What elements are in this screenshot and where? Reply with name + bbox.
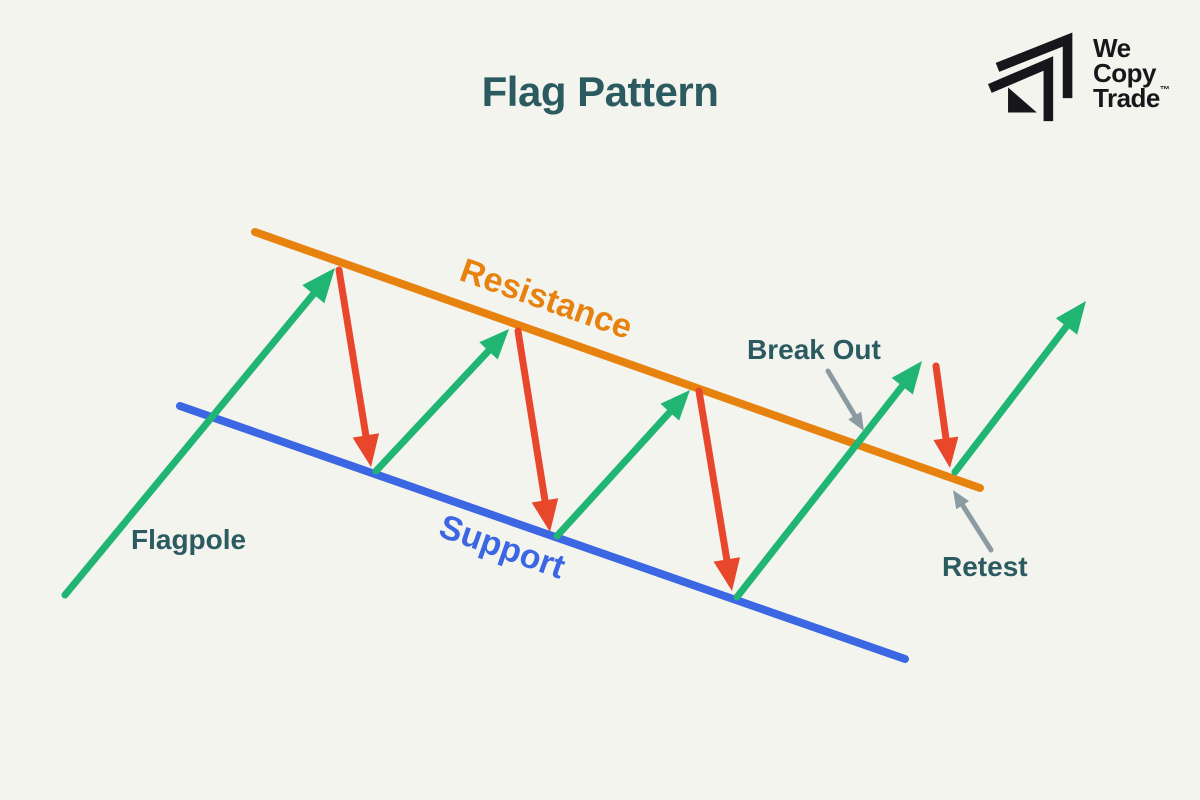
- brand-logo: We Copy Trade™: [985, 28, 1170, 124]
- retest-pointer: [953, 490, 994, 553]
- swing-up-1: [372, 329, 509, 475]
- brand-word-copy: Copy: [1093, 57, 1156, 88]
- page-title: Flag Pattern: [481, 68, 719, 115]
- trademark-symbol: ™: [1159, 84, 1170, 96]
- continuation-arrow: [951, 301, 1086, 476]
- flagpole-arrow: [61, 268, 335, 599]
- brand-word-trade: Trade™: [1093, 82, 1170, 113]
- swing-up-2: [553, 390, 690, 540]
- breakout-pointer: [825, 368, 864, 431]
- brand-logo-arrow-icon: [987, 32, 1073, 122]
- breakout-arrow: [733, 361, 922, 601]
- swing-down-2: [514, 327, 559, 532]
- swing-down-1: [335, 266, 380, 467]
- flagpole-label: Flagpole: [131, 524, 247, 555]
- swing-down-3: [695, 387, 741, 591]
- support-line: [176, 402, 909, 663]
- brand-word-we: We: [1093, 33, 1131, 63]
- retest-label: Retest: [942, 551, 1028, 582]
- retest-arrow: [932, 362, 959, 468]
- breakout-label: Break Out: [747, 334, 881, 365]
- brand-logo-text: We Copy Trade™: [1093, 28, 1170, 111]
